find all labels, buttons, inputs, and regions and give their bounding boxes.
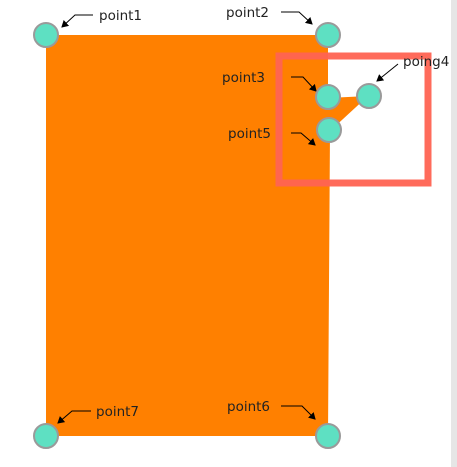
marker-point7[interactable]: [33, 423, 59, 449]
arrow-point3: [291, 76, 317, 92]
label-point2: point2: [226, 5, 269, 21]
point-markers: [33, 22, 382, 449]
orange-polygon: [46, 35, 368, 436]
arrow-poing4: [376, 63, 399, 82]
marker-point6[interactable]: [315, 423, 341, 449]
label-point3: point3: [222, 70, 265, 86]
marker-point1[interactable]: [33, 22, 59, 48]
right-edge-strip: [451, 0, 457, 467]
label-point6: point6: [227, 399, 270, 415]
highlight-box: [275, 52, 432, 187]
marker-point3[interactable]: [315, 84, 341, 110]
arrow-point7: [57, 410, 91, 424]
marker-point5[interactable]: [316, 117, 342, 143]
label-poing4: poing4: [403, 54, 449, 70]
arrow-point5: [291, 132, 316, 146]
label-point7: point7: [96, 404, 139, 420]
marker-point2[interactable]: [315, 22, 341, 48]
arrow-point1: [61, 14, 93, 28]
marker-poing4[interactable]: [356, 83, 382, 109]
arrow-point2: [281, 11, 313, 25]
label-point1: point1: [99, 8, 142, 24]
label-point5: point5: [228, 126, 271, 142]
arrow-point6: [281, 405, 316, 420]
label-arrows: [57, 11, 399, 424]
